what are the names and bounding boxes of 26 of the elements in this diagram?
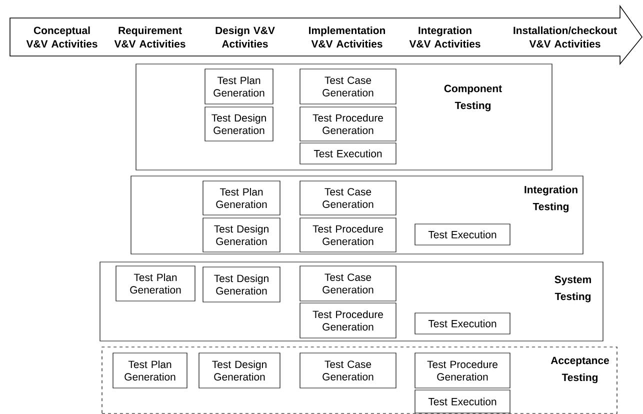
activity-box: Test Procedure Generation — [300, 302, 396, 338]
activity-box: Test Procedure Generation — [414, 352, 510, 388]
activity-box: Test Design Generation — [204, 106, 274, 142]
activity-box: Test Procedure Generation — [300, 106, 396, 142]
activity-box: Test Case Generation — [300, 352, 396, 388]
activity-box: Test Execution — [414, 312, 510, 334]
activity-box: Test Execution — [414, 224, 510, 246]
activity-box: Test Plan Generation — [116, 266, 196, 302]
activity-box: Test Design Generation — [198, 352, 280, 388]
activity-box: Test Execution — [414, 390, 510, 414]
activity-box: Test Case Generation — [300, 180, 396, 216]
activity-box: Test Execution — [300, 142, 396, 164]
phase-label: Installation/checkout V&V Activities — [514, 26, 617, 48]
phase-label: Implementation V&V Activities — [309, 26, 385, 48]
activity-box: Test Plan Generation — [202, 180, 280, 216]
phase-label: Conceptual V&V Activities — [26, 26, 98, 48]
activity-box: Test Design Generation — [202, 218, 280, 252]
activity-box: Test Case Generation — [300, 266, 396, 302]
phase-label: Integration V&V Activities — [409, 26, 480, 48]
activity-box: Test Design Generation — [202, 266, 280, 302]
phase-label: Design V&V Activities — [216, 26, 275, 48]
activity-box: Test Case Generation — [300, 68, 396, 104]
activity-box: Test Plan Generation — [112, 352, 188, 388]
activity-box: Test Procedure Generation — [300, 218, 396, 252]
phase-label: Requirement V&V Activities — [114, 26, 186, 48]
activity-box: Test Plan Generation — [204, 68, 274, 104]
